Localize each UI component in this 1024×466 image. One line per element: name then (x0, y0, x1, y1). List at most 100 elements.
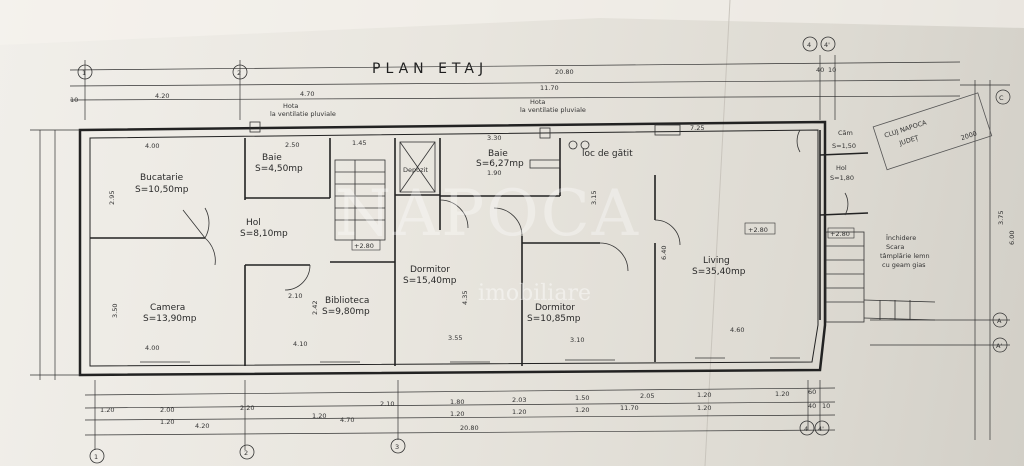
room-area-baie1: S=4,50mp (255, 164, 303, 174)
dim-living-w: 7.25 (690, 124, 704, 132)
room-area-biblioteca: S=9,80mp (322, 307, 370, 317)
room-area-dormitor2: S=10,85mp (527, 314, 581, 324)
room-area-bucatarie: S=10,50mp (135, 185, 189, 195)
dim-b1-0: 1.20 (100, 406, 114, 414)
dim-b1-10: 60 (808, 388, 816, 396)
dim-b1-4: 1.80 (450, 398, 464, 406)
dim-bottom-1170: 11.70 (620, 404, 639, 412)
interior-walls (90, 130, 869, 366)
dim-b1-7: 2.05 (640, 392, 654, 400)
dim-dorm2-w: 3.10 (570, 336, 584, 344)
axis-bubble-bottom-2 (239, 444, 255, 460)
level-marker-hol: +2.80 (830, 230, 850, 238)
room-name-dormitor1: Dormitor (410, 265, 450, 275)
exterior-staircase (825, 231, 936, 323)
dim-top-10: 10 (828, 66, 836, 74)
watermark-sub: imobiliare (478, 281, 591, 306)
axis-label-right-c: C (999, 94, 1004, 102)
axis-label-right-ap: A' (996, 342, 1002, 350)
room-name-camera: Camera (150, 303, 185, 313)
room-area-dormitor1: S=15,40mp (403, 276, 457, 286)
axis-label-bottom-4: 4 (804, 425, 808, 433)
room-name-loc-gatit: loc de gătit (582, 149, 633, 159)
axis-bubble-bottom-1 (89, 448, 105, 464)
stamp-line-2: JUDEȚ (897, 134, 920, 149)
note-hota2: Hota (530, 98, 545, 106)
room-name-depozit: Depozit (403, 166, 428, 174)
dim-bottom-470: 4.70 (340, 416, 354, 424)
axis-label-bottom-3: 3 (395, 443, 399, 451)
dim-bottom-total: 20.80 (460, 424, 479, 432)
level-marker-living: +2.80 (748, 226, 768, 234)
axis-bubble-bottom-4 (799, 420, 815, 436)
dim-stair: 1.45 (352, 139, 366, 147)
axis-bubble-bottom-4p (814, 420, 830, 436)
dim-total-top: 20.80 (555, 68, 574, 76)
axis-bubble-bottom-3 (390, 438, 406, 454)
dim-b1-3: 2.10 (380, 400, 394, 408)
dim-b2-6: 40 (808, 402, 816, 410)
room-area-camera: S=13,90mp (143, 314, 197, 324)
dim-top-470: 4.70 (300, 90, 314, 98)
bottom-dims-row1: 1.20 2.00 2.20 2.10 1.80 2.03 1.50 2.05 … (100, 388, 816, 414)
note-inchidere-1: Închidere (886, 233, 916, 242)
stamp: CLUJ NAPOCA JUDEȚ 2000 (872, 92, 993, 171)
dim-h-375: 3.75 (997, 211, 1005, 225)
right-axis-lines (870, 80, 1011, 440)
axis-label-right-a: A (997, 317, 1002, 325)
axis-label-bottom-2: 2 (244, 449, 248, 457)
axis-bubble-top-1 (77, 64, 93, 80)
dim-biblioteca-w: 4.10 (293, 340, 307, 348)
room-area-baie2: S=6,27mp (476, 159, 524, 169)
dim-baie2-w: 3.30 (487, 134, 501, 142)
room-area-cam: S=1,50 (832, 142, 856, 150)
room-name-living: Living (703, 256, 730, 266)
room-area-living: S=35,40mp (692, 267, 746, 277)
dim-b1-1: 2.00 (160, 406, 174, 414)
room-area-hol: S=8,10mp (240, 229, 288, 239)
top-dimension-lines (69, 55, 961, 120)
dim-h-242: 2.42 (311, 301, 319, 315)
room-name-baie1: Baie (262, 153, 282, 163)
axis-bubble-top-4 (802, 36, 818, 52)
door-swings (182, 129, 849, 291)
room-area-hol2: S=1,80 (830, 174, 854, 182)
dim-v-210: 2.10 (288, 292, 302, 300)
dim-h-435: 4.35 (461, 291, 469, 305)
dim-h-350: 3.50 (111, 304, 119, 318)
dim-top-420: 4.20 (155, 92, 169, 100)
note-inchidere-2: Scara (886, 243, 904, 251)
dim-b2-2: 1.20 (450, 410, 464, 418)
note-inchidere-4: cu geam gias (882, 261, 926, 269)
dim-b2-7: 10 (822, 402, 830, 410)
note-hota2b: la ventilatie pluviale (520, 106, 586, 114)
dim-b2-0: 1.20 (160, 418, 174, 426)
fixtures (249, 121, 681, 169)
outer-walls (78, 120, 827, 377)
dim-v-190: 1.90 (487, 169, 501, 177)
room-name-dormitor2: Dormitor (535, 303, 575, 313)
dim-b2-1: 1.20 (312, 412, 326, 420)
dim-h-640: 6.40 (660, 246, 668, 260)
bottom-dims-row2: 1.20 1.20 1.20 1.20 1.20 1.20 40 10 (160, 402, 830, 426)
note-inchidere-3: tâmplărie lemn (880, 252, 930, 260)
room-name-cam: Căm (838, 129, 853, 137)
note-hota1b: la ventilatie pluviale (270, 110, 336, 118)
left-dimension-lines (30, 129, 80, 380)
dim-baie1-w: 2.50 (285, 141, 299, 149)
windows-bottom (140, 357, 800, 363)
plan-title: PLAN ETAJ (372, 61, 488, 77)
room-name-hol: Hol (246, 218, 261, 228)
dim-dorm1-w: 3.55 (448, 334, 462, 342)
axis-label-top-4p: 4' (824, 41, 830, 49)
axis-bubble-top-2 (232, 64, 248, 80)
room-name-baie2: Baie (488, 149, 508, 159)
dim-b1-6: 1.50 (575, 394, 589, 402)
dim-b1-5: 2.03 (512, 396, 526, 404)
dim-b1-9: 1.20 (775, 390, 789, 398)
dim-h-315: 3.15 (590, 191, 598, 205)
room-name-bucatarie: Bucatarie (140, 173, 184, 183)
watermark-brand: NAPOCA (335, 177, 640, 251)
dim-b2-5: 1.20 (697, 404, 711, 412)
